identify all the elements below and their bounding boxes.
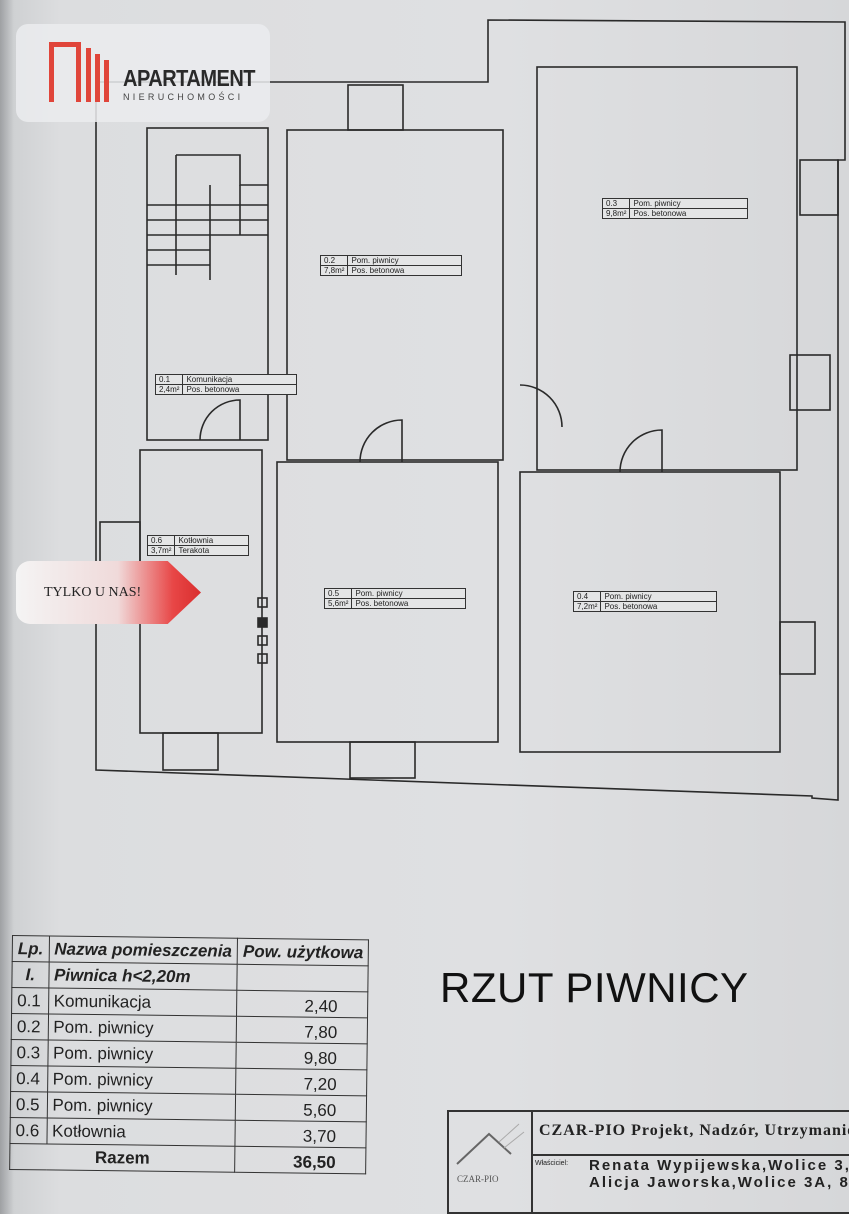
floor-plan xyxy=(95,19,846,801)
room-number: 0.3 xyxy=(603,199,631,209)
header-area: Pow. użytkowa xyxy=(237,938,369,966)
header-lp: Lp. xyxy=(12,935,49,962)
title-block: CZAR-PIO CZAR-PIO Projekt, Nadzór, Utrzy… xyxy=(447,1110,849,1214)
owner-2: Alicja Jaworska,Wolice 3A, 8 xyxy=(589,1174,849,1191)
cell-area: 9,80 xyxy=(236,1042,368,1070)
room-0.2-wall xyxy=(286,129,504,461)
room-name: Komunikacja xyxy=(183,375,296,385)
cell-name: Pom. piwnicy xyxy=(47,1065,237,1095)
cell-area: 5,60 xyxy=(235,1094,367,1122)
room-area: 5,6m² xyxy=(325,599,353,608)
room-floor: Terakota xyxy=(178,546,210,555)
cell-area: 7,20 xyxy=(235,1068,368,1096)
room-floor: Pos. betonowa xyxy=(633,209,687,218)
cell-name: Pom. piwnicy xyxy=(47,1013,237,1043)
room-floor: Pos. betonowa xyxy=(355,599,409,608)
door xyxy=(619,429,663,473)
stairs-icon xyxy=(147,154,268,280)
cell-no: 0.3 xyxy=(10,1039,48,1066)
room-name: Pom. piwnicy xyxy=(630,199,747,209)
logo-name: APARTAMENT xyxy=(123,66,256,92)
room-number: 0.4 xyxy=(574,592,602,602)
window xyxy=(789,354,831,411)
room-name: Pom. piwnicy xyxy=(601,592,716,602)
company-name: CZAR-PIO Projekt, Nadzór, Utrzymanie xyxy=(539,1122,849,1139)
door xyxy=(519,384,563,428)
cell-name: Pom. piwnicy xyxy=(46,1091,236,1121)
cell-name: Pom. piwnicy xyxy=(47,1039,237,1069)
room-0.3-wall xyxy=(536,66,798,471)
room-number: 0.6 xyxy=(148,536,176,546)
window xyxy=(349,741,416,779)
company-logo-text: CZAR-PIO xyxy=(457,1174,499,1184)
cell-no: 0.4 xyxy=(10,1065,48,1092)
exclusive-badge: TYLKO U NAS! xyxy=(16,561,201,624)
cell-area: 2,40 xyxy=(236,990,369,1018)
room-floor: Pos. betonowa xyxy=(186,385,240,394)
room-area: 7,2m² xyxy=(574,602,602,611)
cell-no: 0.5 xyxy=(10,1091,48,1118)
section-name: Piwnica h<2,20m xyxy=(48,961,238,991)
cell-name: Kotłownia xyxy=(46,1117,236,1147)
room-area: 9,8m² xyxy=(603,209,631,218)
room-name: Kotłownia xyxy=(175,536,248,546)
cell-no: 0.2 xyxy=(11,1013,49,1040)
owner-label: Właściciel: xyxy=(535,1160,569,1167)
room-area: 3,7m² xyxy=(148,546,176,555)
cell-area: 7,80 xyxy=(236,1016,368,1044)
room-name: Pom. piwnicy xyxy=(348,256,461,266)
room-0.1-wall xyxy=(146,127,269,441)
room-number: 0.1 xyxy=(156,375,184,385)
room-number: 0.5 xyxy=(325,589,353,599)
room-area: 7,8m² xyxy=(321,266,349,275)
window xyxy=(799,159,839,216)
window xyxy=(779,621,816,675)
room-area: 2,4m² xyxy=(156,385,184,394)
cell-name: Komunikacja xyxy=(48,987,237,1017)
room-name: Pom. piwnicy xyxy=(352,589,465,599)
room-number: 0.2 xyxy=(321,256,349,266)
total-value: 36,50 xyxy=(234,1146,367,1174)
logo-mark-icon xyxy=(49,42,109,102)
plan-title: RZUT PIWNICY xyxy=(440,964,749,1011)
room-0.4-wall xyxy=(519,471,781,753)
total-label: Razem xyxy=(9,1143,236,1173)
room-area-table: Lp. Nazwa pomieszczenia Pow. użytkowa I.… xyxy=(9,935,369,1174)
room-floor: Pos. betonowa xyxy=(604,602,658,611)
section-no: I. xyxy=(11,961,49,988)
cell-no: 0.1 xyxy=(11,987,49,1014)
door xyxy=(359,419,403,463)
door xyxy=(199,399,241,441)
header-name: Nazwa pomieszczenia xyxy=(48,935,238,965)
agency-logo: APARTAMENT NIERUCHOMOŚCI xyxy=(16,24,270,122)
company-logo: CZAR-PIO xyxy=(449,1112,533,1212)
window xyxy=(162,732,219,771)
table-total-row: Razem 36,50 xyxy=(9,1143,367,1174)
outer-wall xyxy=(95,19,846,801)
cell-no: 0.6 xyxy=(9,1117,47,1144)
logo-subtitle: NIERUCHOMOŚCI xyxy=(123,92,244,102)
badge-label: TYLKO U NAS! xyxy=(44,584,142,600)
cell-area: 3,70 xyxy=(235,1120,367,1148)
window xyxy=(347,84,404,131)
owner-1: Renata Wypijewska,Wolice 3, 8 xyxy=(589,1157,849,1174)
room-floor: Pos. betonowa xyxy=(351,266,405,275)
roof-logo-icon xyxy=(456,1123,525,1165)
